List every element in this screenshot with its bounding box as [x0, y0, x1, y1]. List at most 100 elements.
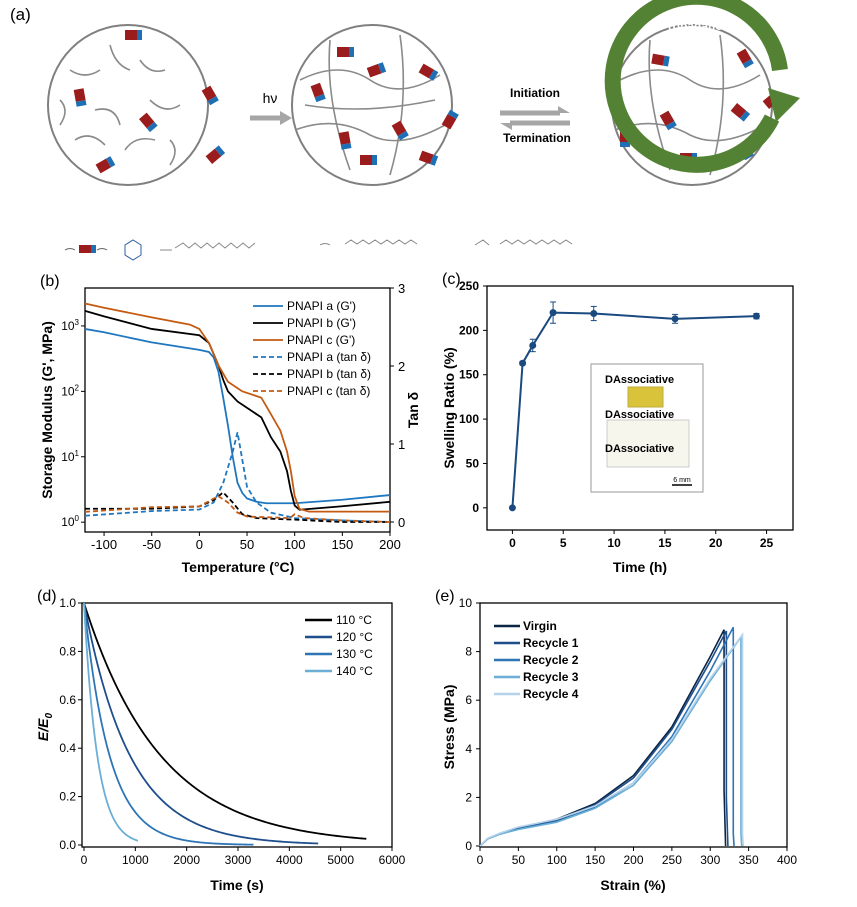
y-tick-label: 50 [466, 456, 480, 470]
nhpi-block-icon [418, 150, 439, 166]
ester-blue-part [397, 130, 409, 141]
plot-frame [84, 287, 391, 533]
ester-red-part [338, 131, 351, 145]
legend-label: Virgin [523, 619, 557, 633]
x-tick-label: 3000 [225, 853, 252, 867]
legend-label: Recycle 3 [523, 670, 579, 684]
legend-label: Recycle 1 [523, 636, 579, 650]
legend-label: Recycle 2 [523, 653, 579, 667]
y-tick-label: 100 [61, 514, 79, 529]
ester-red-part [441, 114, 457, 130]
legend-label: PNAPI a (tan δ) [287, 350, 371, 364]
plot-frame [81, 602, 393, 848]
series-line-3 [84, 432, 391, 523]
nhpi-block-icon [95, 156, 116, 174]
ester-red-part [201, 85, 217, 101]
x-tick-label: 4000 [276, 853, 303, 867]
panel-a: (a) Propagation hν Initiation Terminatio… [10, 0, 800, 261]
x-tick-label: 0 [509, 536, 516, 550]
ester-red-part [73, 88, 86, 102]
ester-blue-part [105, 156, 116, 168]
ester-blue-part [207, 95, 219, 106]
ester-red-part [418, 150, 434, 165]
x-tick-label: 0 [196, 537, 203, 552]
legend-label: 110 °C [336, 613, 372, 627]
propagation-ring [604, 0, 788, 173]
x-tick-label: 0 [477, 853, 484, 867]
scale-bar-label: 6 mm [673, 477, 691, 484]
y-tick-label: 200 [459, 323, 479, 337]
panel-d-label: (d) [37, 588, 57, 605]
data-point [671, 315, 679, 323]
y-tick-label: 8 [465, 645, 472, 659]
y-tick-label: 150 [459, 368, 479, 382]
x-axis-title: Strain (%) [600, 877, 665, 893]
ester-blue-part [372, 155, 377, 165]
y-axis-title: E/E0 [35, 712, 55, 741]
x-tick-label: 10 [607, 536, 621, 550]
ester-red-part [95, 158, 111, 174]
y2-axis-title: Tan δ [405, 392, 421, 428]
y-tick-exponent: 3 [75, 318, 80, 327]
data-point [519, 359, 527, 367]
y-tick-label: 0.0 [59, 838, 76, 852]
ester-blue-part [349, 47, 354, 57]
inset-text-label: DAssociative [605, 409, 674, 421]
x-axis-title: Time (h) [613, 559, 667, 575]
legend-label: 130 °C [336, 647, 373, 661]
y-tick-label: 6 [465, 693, 472, 707]
x-tick-label: 50 [512, 853, 526, 867]
initiation-arrowhead-icon [558, 106, 570, 113]
series-line-1 [84, 310, 391, 511]
legend-label: Recycle 4 [523, 687, 579, 701]
ester-red-part [659, 110, 675, 126]
legend-label: PNAPI b (G') [287, 316, 356, 330]
y-tick-label: 0 [472, 501, 479, 515]
termination-label: Termination [503, 131, 571, 145]
ester-red-part [730, 103, 747, 119]
decay-curve-3 [83, 602, 139, 842]
ester-red-part [366, 63, 382, 78]
legend-label: PNAPI a (G') [287, 299, 356, 313]
legend-label: PNAPI b (tan δ) [287, 367, 371, 381]
nhpi-block-icon [139, 112, 158, 133]
initiation-label: Initiation [510, 86, 560, 100]
nhpi-block-icon [366, 62, 387, 78]
y2-tick-label: 0 [398, 515, 405, 530]
hv-label: hν [263, 90, 278, 106]
panel-b-label: (b) [40, 273, 60, 290]
data-point [752, 312, 760, 320]
hv-arrowhead-icon [280, 111, 292, 125]
ester-red-part [418, 63, 434, 79]
ester-red-part [205, 148, 222, 164]
stress-strain-curve-1 [479, 630, 729, 847]
nhpi-block-icon [337, 47, 354, 57]
nhpi-block-icon [338, 131, 352, 150]
x-tick-label: -50 [142, 537, 161, 552]
ester-blue-part [742, 58, 754, 69]
decay-curve-1 [83, 602, 319, 845]
stress-strain-curve-4 [479, 632, 745, 847]
swollen-sample-clear [606, 419, 690, 468]
x-tick-label: 400 [777, 853, 797, 867]
y-tick-exponent: 2 [75, 383, 80, 392]
nhpi-block-icon [360, 155, 377, 165]
nhpi-block-icon [73, 88, 87, 107]
x-tick-label: 25 [760, 536, 774, 550]
x-tick-label: 2000 [173, 853, 200, 867]
y-tick-label: 101 [61, 449, 79, 464]
y2-tick-label: 1 [398, 437, 405, 452]
nhpi-block-icon [205, 145, 226, 164]
y-tick-exponent: 1 [75, 449, 80, 458]
ester-blue-part [665, 120, 677, 131]
stress-strain-curve-0 [479, 629, 727, 847]
decay-curve-0 [83, 602, 367, 840]
x-tick-label: 1000 [122, 853, 149, 867]
panel-e-label: (e) [435, 588, 455, 605]
ester-red-part [337, 47, 349, 57]
series-line-5 [84, 495, 391, 523]
x-tick-label: 5000 [327, 853, 354, 867]
